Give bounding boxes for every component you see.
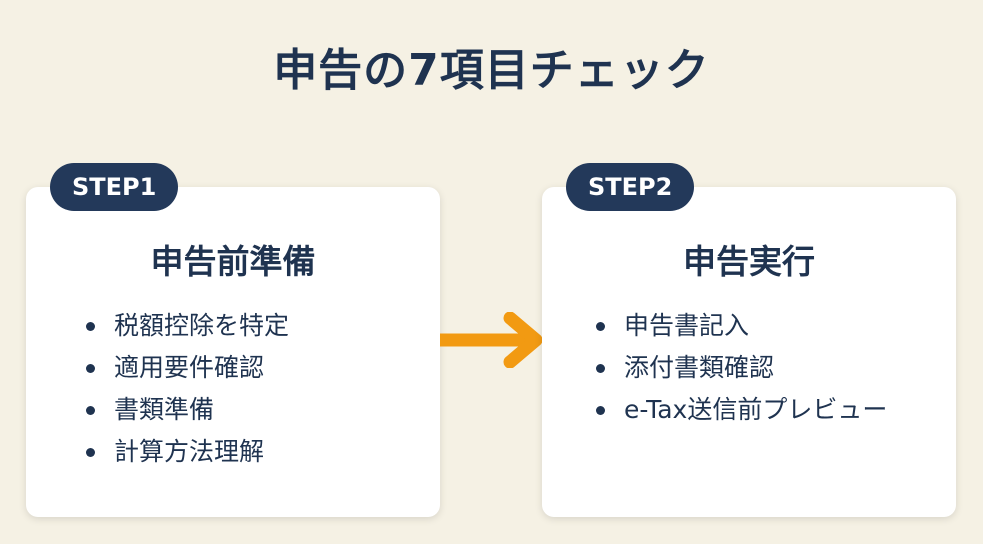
step1-card: STEP1 申告前準備 税額控除を特定 適用要件確認 書類準備 計算方法理解 — [26, 163, 440, 517]
step2-list: 申告書記入 添付書類確認 e-Tax送信前プレビュー — [596, 305, 887, 431]
step2-badge: STEP2 — [566, 163, 695, 211]
step2-card: STEP2 申告実行 申告書記入 添付書類確認 e-Tax送信前プレビュー — [542, 163, 956, 517]
step1-badge: STEP1 — [50, 163, 179, 211]
list-item: 税額控除を特定 — [86, 305, 289, 347]
list-item: e-Tax送信前プレビュー — [596, 389, 887, 431]
step1-title: 申告前準備 — [150, 242, 316, 281]
page-title: 申告の7項目チェック — [273, 45, 710, 96]
list-item: 書類準備 — [86, 389, 289, 431]
list-item: 添付書類確認 — [596, 347, 887, 389]
list-item: 計算方法理解 — [86, 431, 289, 473]
step1-list: 税額控除を特定 適用要件確認 書類準備 計算方法理解 — [86, 305, 289, 473]
list-item: 申告書記入 — [596, 305, 887, 347]
arrow-right-icon — [440, 312, 543, 368]
list-item: 適用要件確認 — [86, 347, 289, 389]
step2-title: 申告実行 — [683, 242, 815, 281]
